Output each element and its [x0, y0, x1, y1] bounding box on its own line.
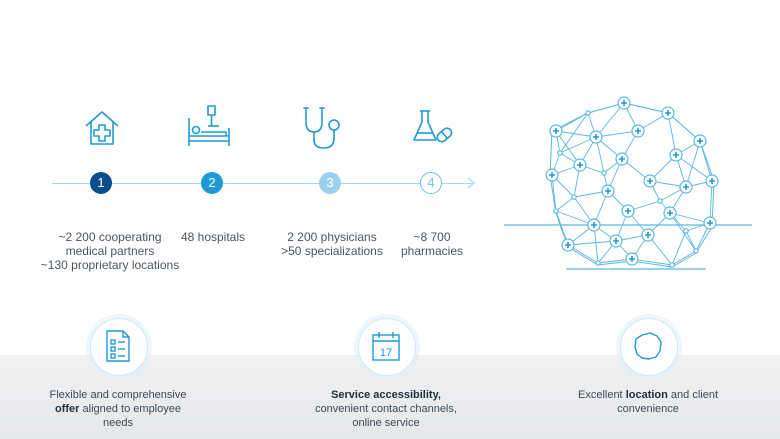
step-2-marker: 2 — [201, 172, 223, 194]
network-edge — [671, 250, 697, 266]
network-node-cross-icon — [631, 124, 645, 138]
step-3-marker: 3 — [319, 172, 341, 194]
network-edge — [623, 102, 669, 114]
network-node-cross-icon — [545, 168, 559, 182]
network-node-cross-icon — [549, 124, 563, 138]
house-medical-icon — [85, 111, 119, 145]
network-edge — [671, 230, 687, 266]
network-edge — [667, 112, 677, 156]
network-edge — [555, 210, 595, 226]
network-edge — [709, 180, 713, 224]
network-node — [595, 260, 601, 266]
network-node-cross-icon — [663, 206, 677, 220]
network-edge — [595, 130, 639, 138]
network-node-cross-icon — [615, 152, 629, 166]
network-edge — [685, 140, 701, 188]
network-node — [657, 198, 663, 204]
feature-location-text: Excellent location and client convenienc… — [577, 389, 719, 415]
network-edge — [669, 212, 697, 252]
step-1-marker: 1 — [90, 172, 112, 194]
network-edge — [595, 102, 625, 138]
network-node-cross-icon — [641, 228, 655, 242]
stat-medical-partners: ~2 200 cooperating medical partners ~130… — [40, 230, 180, 272]
network-node-cross-icon — [661, 106, 675, 120]
network-node-cross-icon — [573, 158, 587, 172]
network-edge — [555, 130, 581, 166]
network-node-cross-icon — [669, 148, 683, 162]
feature-accessibility-circle — [358, 318, 416, 376]
network-edge — [685, 230, 697, 252]
stat-physicians: 2 200 physicians >50 specializations — [281, 230, 383, 258]
network-edge — [669, 212, 711, 224]
network-node — [585, 110, 591, 116]
network-node-cross-icon — [643, 174, 657, 188]
stat-pharmacies: ~8 700 pharmacies — [400, 230, 464, 258]
network-node-cross-icon — [589, 130, 603, 144]
network-edge — [559, 112, 589, 154]
calendar-icon: 17 — [372, 332, 400, 361]
network-node-cross-icon — [693, 134, 707, 148]
network-node-cross-icon — [601, 184, 615, 198]
timeline-arrow-icon — [467, 177, 476, 189]
checklist-icon — [106, 330, 130, 362]
network-node-cross-icon — [609, 234, 623, 248]
network-node-cross-icon — [625, 252, 639, 266]
feature-offer-circle — [90, 318, 148, 376]
flask-pill-icon — [413, 110, 453, 143]
network-node-cross-icon — [561, 238, 575, 252]
feature-accessibility-text: Service accessibility, convenient contac… — [315, 389, 457, 429]
poland-map-icon — [634, 332, 662, 360]
network-edge — [699, 140, 713, 182]
stethoscope-icon — [303, 107, 340, 149]
network-edge — [567, 240, 617, 246]
hospital-bed-icon — [188, 105, 230, 146]
poland-network-map — [504, 96, 752, 270]
step-4-marker: 4 — [420, 172, 442, 194]
feature-offer-text: Flexible and comprehensive offer aligned… — [49, 389, 187, 429]
network-node-cross-icon — [703, 216, 717, 230]
feature-location-circle — [620, 318, 678, 376]
stat-hospitals: 48 hospitals — [180, 230, 246, 244]
network-edge — [555, 130, 597, 138]
network-node-cross-icon — [621, 204, 635, 218]
network-edge — [675, 154, 713, 182]
network-edge — [555, 196, 575, 212]
network-node — [557, 150, 563, 156]
network-node — [693, 248, 699, 254]
network-node — [553, 208, 559, 214]
timeline-line — [52, 183, 472, 184]
network-node-cross-icon — [679, 180, 693, 194]
calendar-day: 17 — [380, 347, 392, 359]
network-edge — [631, 258, 673, 266]
network-node — [669, 262, 675, 268]
network-node-cross-icon — [587, 218, 601, 232]
network-node — [571, 194, 577, 200]
network-edge — [667, 112, 701, 142]
network-node — [683, 228, 689, 234]
network-node — [601, 170, 607, 176]
network-node-cross-icon — [617, 96, 631, 110]
network-node-cross-icon — [705, 174, 719, 188]
